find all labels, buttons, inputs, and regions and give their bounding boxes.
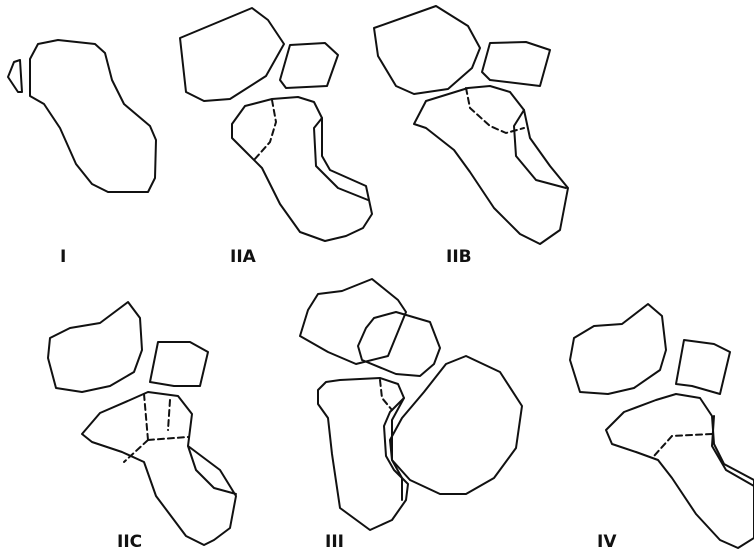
panel-iia-upper-right-bone <box>280 43 338 88</box>
panel-i-figure <box>8 40 156 192</box>
panel-iib-dashed-fracture <box>466 88 524 133</box>
panel-label-iic: IIC <box>117 534 142 551</box>
panel-iii-lower-bone <box>318 378 408 530</box>
panel-iic-dashed-fracture-vertical <box>144 394 148 440</box>
panel-iii-middle-bone <box>358 312 440 376</box>
panel-iic-dashed-fracture-top <box>168 400 170 430</box>
panel-label-i: I <box>60 249 66 266</box>
panel-iia-upper-left-bone <box>180 8 284 101</box>
panel-iii-figure <box>300 279 522 530</box>
panel-iic-dashed-fracture-horizontal <box>148 437 188 440</box>
panel-iv-lower-bone <box>606 394 754 548</box>
panel-iv-upper-left-bone <box>570 304 666 394</box>
panel-iic-figure <box>48 302 236 545</box>
panel-iia-lower-bone <box>232 97 372 241</box>
panel-iii-upper-left-bone <box>300 279 406 364</box>
panel-iib-upper-right-bone <box>482 42 550 86</box>
panel-iic-fracture-line <box>188 446 236 494</box>
panel-iib-figure <box>374 6 568 244</box>
panel-label-iib: IIB <box>446 249 472 266</box>
panel-iic-lower-bone <box>82 392 236 545</box>
panel-iia-dashed-fracture <box>254 100 276 160</box>
panel-iv-figure <box>570 304 754 548</box>
panel-iv-upper-right-bone <box>676 340 730 394</box>
panel-iii-fracture-line <box>392 398 404 500</box>
panel-i-bone <box>30 40 156 192</box>
panel-iv-dashed-fracture <box>654 434 712 456</box>
panel-iib-lower-bone <box>414 86 568 244</box>
panel-i-small-fragment <box>8 60 22 92</box>
panel-iic-upper-right-bone <box>150 342 208 386</box>
panel-iib-upper-left-bone <box>374 6 480 94</box>
panel-iii-dashed-fracture <box>380 380 392 410</box>
panel-label-iii: III <box>325 534 344 551</box>
panel-iii-right-bone <box>390 356 522 494</box>
panel-label-iia: IIA <box>230 249 256 266</box>
panel-iia-figure <box>180 8 372 241</box>
panel-iic-upper-left-bone <box>48 302 142 392</box>
panel-label-iv: IV <box>597 534 616 551</box>
